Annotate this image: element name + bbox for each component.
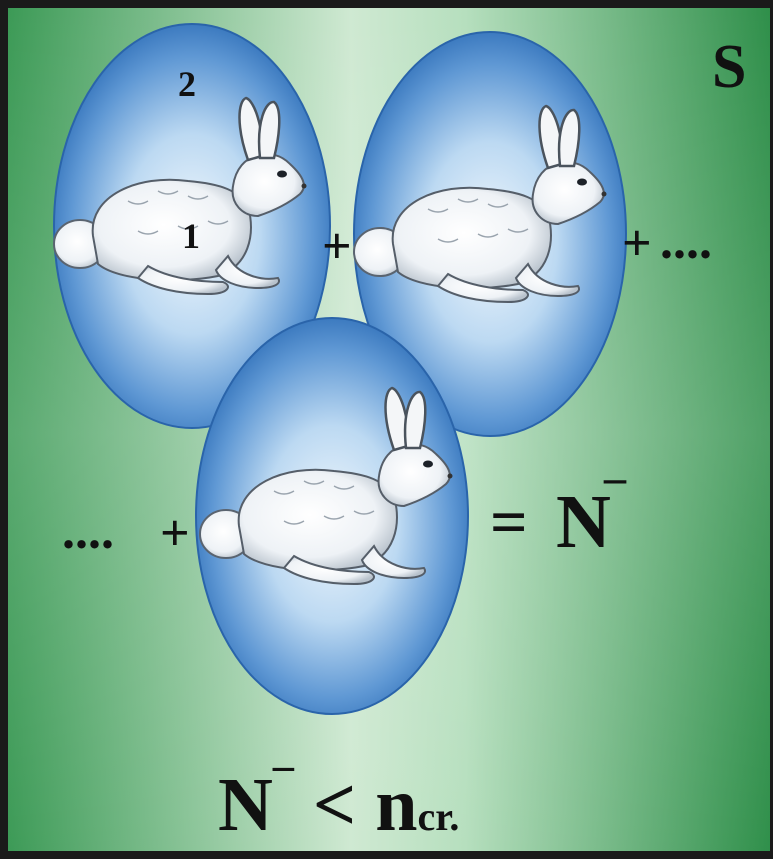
condition-formula: N¯ < ncr. [218,766,459,843]
egg-bottom-center [196,318,468,714]
diagram-canvas [8,8,770,859]
result-symbol: N [556,484,611,560]
egg-number-outer: 2 [178,66,196,102]
condition-rhs-subscript: cr. [417,794,459,839]
condition-rhs: n [375,763,417,847]
corner-label: S [712,36,746,98]
plus-between-top: + [322,221,352,273]
egg-number-inner: 1 [182,218,200,254]
dots-after-top: .... [660,216,712,268]
result-superscript: ¯ [604,478,626,522]
condition-lhs-superscript: ¯ [273,764,294,810]
dots-before-bottom: .... [62,506,114,558]
equals-sign: = [490,490,528,556]
condition-lhs: N [218,763,273,847]
plus-after-top: + [622,218,652,270]
condition-relation: < [313,763,356,847]
plus-before-bottom: + [160,508,190,560]
